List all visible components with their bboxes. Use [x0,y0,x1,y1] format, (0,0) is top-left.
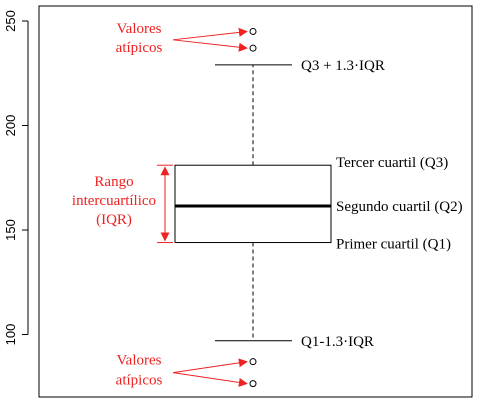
outlier-points [249,27,257,388]
annotations: Q3 + 1.3·IQR Q1-1.3·IQR Tercer cuartil (… [72,21,463,389]
lower-whisker-label: Q1-1.3·IQR [301,334,374,350]
outlier-bottom-arrow-1 [172,358,248,374]
outliers-top-label-line-2: atípicos [116,40,163,56]
y-tick-label-250: 250 [3,10,18,32]
outlier-point-2 [249,358,257,366]
outliers-bottom-label-line-1: Valores [117,353,162,369]
outlier-point-3 [249,380,257,388]
outlier-top-arrow-2 [172,39,248,52]
outliers-bottom-label-line-2: atípicos [116,373,163,389]
iqr-label-line-2: intercuartílico [72,193,156,209]
boxplot [174,64,332,342]
q1-label: Primer cuartil (Q1) [336,237,451,253]
y-tick-label-150: 150 [3,219,18,241]
iqr-box [174,164,332,244]
q3-label: Tercer cuartil (Q3) [336,155,448,171]
outlier-point-1 [249,44,257,52]
y-axis: 100 150 200 250 [3,10,29,346]
outliers-top-label-line-1: Valores [117,21,162,37]
upper-whisker-label: Q3 + 1.3·IQR [301,58,385,74]
outlier-top-arrow-1 [172,27,248,41]
iqr-label-line-3: (IQR) [96,212,132,228]
y-tick-label-200: 200 [3,115,18,137]
median-label: Segundo cuartil (Q2) [336,199,463,215]
outlier-point-0 [249,27,257,35]
plot-frame [38,5,473,398]
y-tick-label-100: 100 [3,324,18,346]
iqr-label-line-1: Rango [94,174,133,190]
outlier-bottom-arrow-2 [172,372,248,387]
